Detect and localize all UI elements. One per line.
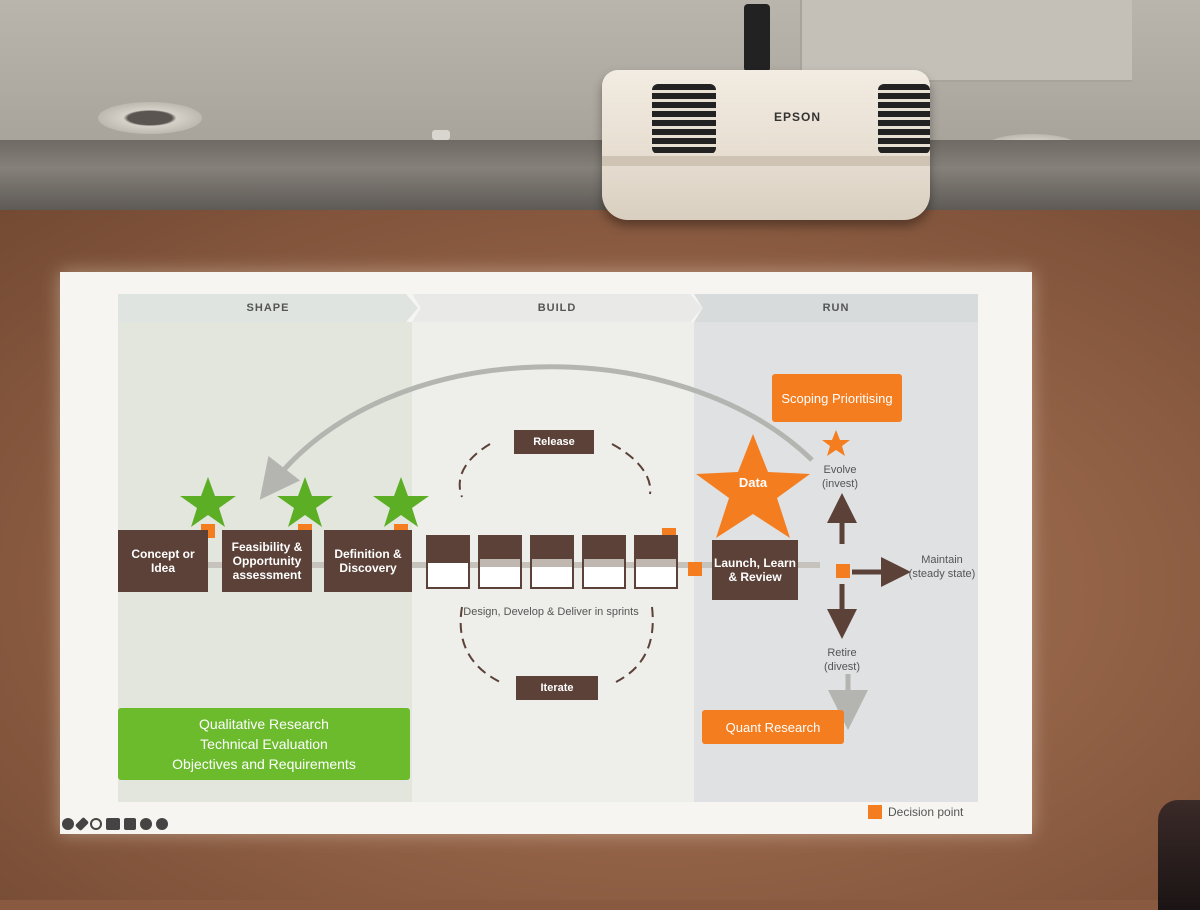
step-launch-learn-review: Launch, Learn & Review bbox=[712, 540, 798, 600]
zoom-icon[interactable] bbox=[90, 818, 102, 830]
legend-label: Decision point bbox=[888, 805, 964, 819]
phase-header-run: RUN bbox=[694, 294, 978, 322]
sprint-block bbox=[634, 535, 678, 589]
previous-slide-icon[interactable] bbox=[62, 818, 74, 830]
ceiling-bulkhead bbox=[0, 140, 1200, 210]
data-star-icon bbox=[696, 434, 810, 538]
star-icon bbox=[180, 477, 236, 527]
release-label: Release bbox=[514, 430, 594, 454]
step-feasibility-assessment: Feasibility & Opportunity assessment bbox=[222, 530, 312, 592]
quant-research-box: Quant Research bbox=[702, 710, 844, 744]
star-icon bbox=[373, 477, 429, 527]
scoping-prioritising-box: Scoping Prioritising bbox=[772, 374, 902, 422]
evolve-label: Evolve (invest) bbox=[821, 464, 859, 490]
diagram-connectors bbox=[120, 364, 911, 730]
retire-label: Retire (divest) bbox=[823, 647, 861, 673]
sprint-block bbox=[478, 535, 522, 589]
sprint-block bbox=[582, 535, 626, 589]
projector-vent-right bbox=[878, 84, 930, 154]
sprint-block bbox=[530, 535, 574, 589]
sprints-caption: Design, Develop & Deliver in sprints bbox=[463, 606, 639, 618]
projector-mount bbox=[744, 4, 770, 72]
data-label: Data bbox=[738, 475, 768, 490]
camera-icon[interactable] bbox=[124, 818, 136, 830]
iterate-label: Iterate bbox=[516, 676, 598, 700]
more-options-icon[interactable] bbox=[140, 818, 152, 830]
research-line: Qualitative Research bbox=[199, 716, 329, 732]
maintain-label: Maintain (steady state) bbox=[908, 554, 976, 580]
decision-point-marker bbox=[688, 562, 702, 576]
star-icon bbox=[277, 477, 333, 527]
feedback-arc-arrow bbox=[259, 364, 814, 500]
phase-header-build: BUILD bbox=[412, 294, 702, 322]
decision-point-marker bbox=[836, 564, 850, 578]
projector-vent-left bbox=[652, 84, 716, 154]
evolve-star-icon bbox=[822, 430, 850, 456]
ceiling-downlight-left bbox=[98, 102, 202, 134]
phase-header-shape: SHAPE bbox=[118, 294, 418, 322]
research-line: Objectives and Requirements bbox=[172, 756, 356, 772]
projection-screen: SHAPE BUILD RUN Concep bbox=[60, 272, 1032, 834]
step-definition-discovery: Definition & Discovery bbox=[324, 530, 412, 592]
sprint-block bbox=[426, 535, 470, 589]
audience-member bbox=[1158, 800, 1200, 910]
release-arc-right bbox=[611, 443, 652, 495]
iterate-arc-left bbox=[459, 606, 501, 683]
legend: Decision point bbox=[868, 805, 963, 819]
subtitles-icon[interactable] bbox=[106, 818, 120, 830]
release-arc-left bbox=[458, 443, 491, 498]
research-line: Technical Evaluation bbox=[200, 736, 328, 752]
step-concept-idea: Concept or Idea bbox=[118, 530, 208, 592]
ceiling-panel bbox=[800, 0, 1132, 82]
projector-band bbox=[602, 156, 930, 166]
presentation-toolbar bbox=[62, 816, 168, 832]
projector-brand: EPSON bbox=[774, 110, 822, 124]
projector: EPSON bbox=[602, 70, 930, 220]
legend-swatch bbox=[868, 805, 882, 819]
next-slide-icon[interactable] bbox=[156, 818, 168, 830]
ceiling-sprinkler bbox=[432, 130, 450, 140]
qualitative-research-box: Qualitative Research Technical Evaluatio… bbox=[118, 708, 410, 780]
pen-icon[interactable] bbox=[74, 816, 90, 832]
